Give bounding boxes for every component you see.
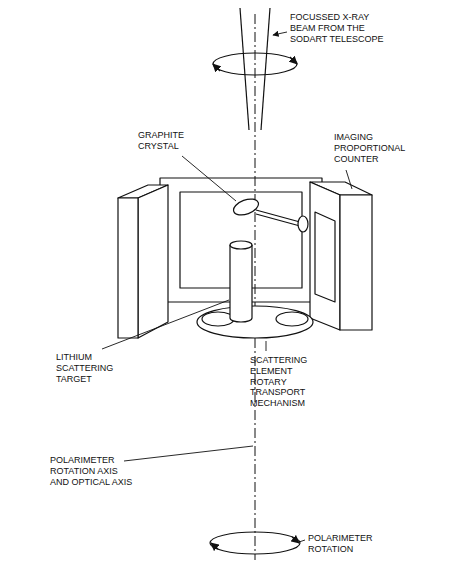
part-label: FOCUSSED X-RAY BEAM FROM THE SODART TELE… — [290, 12, 394, 44]
beam-edge — [240, 8, 249, 130]
rotation-arrow — [292, 537, 299, 543]
beam-edge — [261, 8, 270, 130]
leader-line — [182, 156, 236, 201]
leader-line — [266, 341, 267, 351]
rotary-disk — [197, 306, 313, 338]
leader-line — [102, 300, 229, 349]
leader-line — [124, 446, 253, 461]
left-arm-side — [138, 185, 168, 338]
cylinder-top — [230, 241, 252, 249]
rotation-arrow — [290, 57, 297, 64]
leader-line — [346, 170, 352, 189]
part-label: IMAGING PROPORTIONAL COUNTER — [334, 132, 414, 164]
part-label: SCATTERING ELEMENT ROTARY TRANSPORT MECH… — [250, 355, 318, 409]
part-label: LITHIUM SCATTERING TARGET — [56, 352, 124, 384]
graphite-crystal — [231, 196, 260, 218]
detector-window — [315, 212, 335, 302]
leader-line — [273, 32, 287, 35]
part-label: POLARIMETER ROTATION — [308, 533, 388, 555]
right-arm-front — [340, 195, 372, 330]
part-label: GRAPHITE CRYSTAL — [138, 130, 200, 152]
leader-line — [299, 540, 305, 542]
beam-rotation-ellipse — [213, 53, 297, 75]
disk-lobe — [276, 312, 308, 326]
disk-lobe — [202, 312, 234, 326]
polarimeter-rotation-ellipse — [210, 532, 300, 554]
lithium-cylinder — [230, 245, 252, 322]
rotation-arrow — [211, 543, 218, 549]
left-arm-front — [118, 198, 138, 338]
part-label: POLARIMETER ROTATION AXIS AND OPTICAL AX… — [50, 455, 134, 487]
crystal-arm — [256, 214, 300, 226]
rotation-arrow — [213, 64, 220, 71]
optical-axis — [255, 14, 256, 560]
arm-disk — [298, 216, 308, 232]
right-arm-side — [310, 182, 340, 330]
